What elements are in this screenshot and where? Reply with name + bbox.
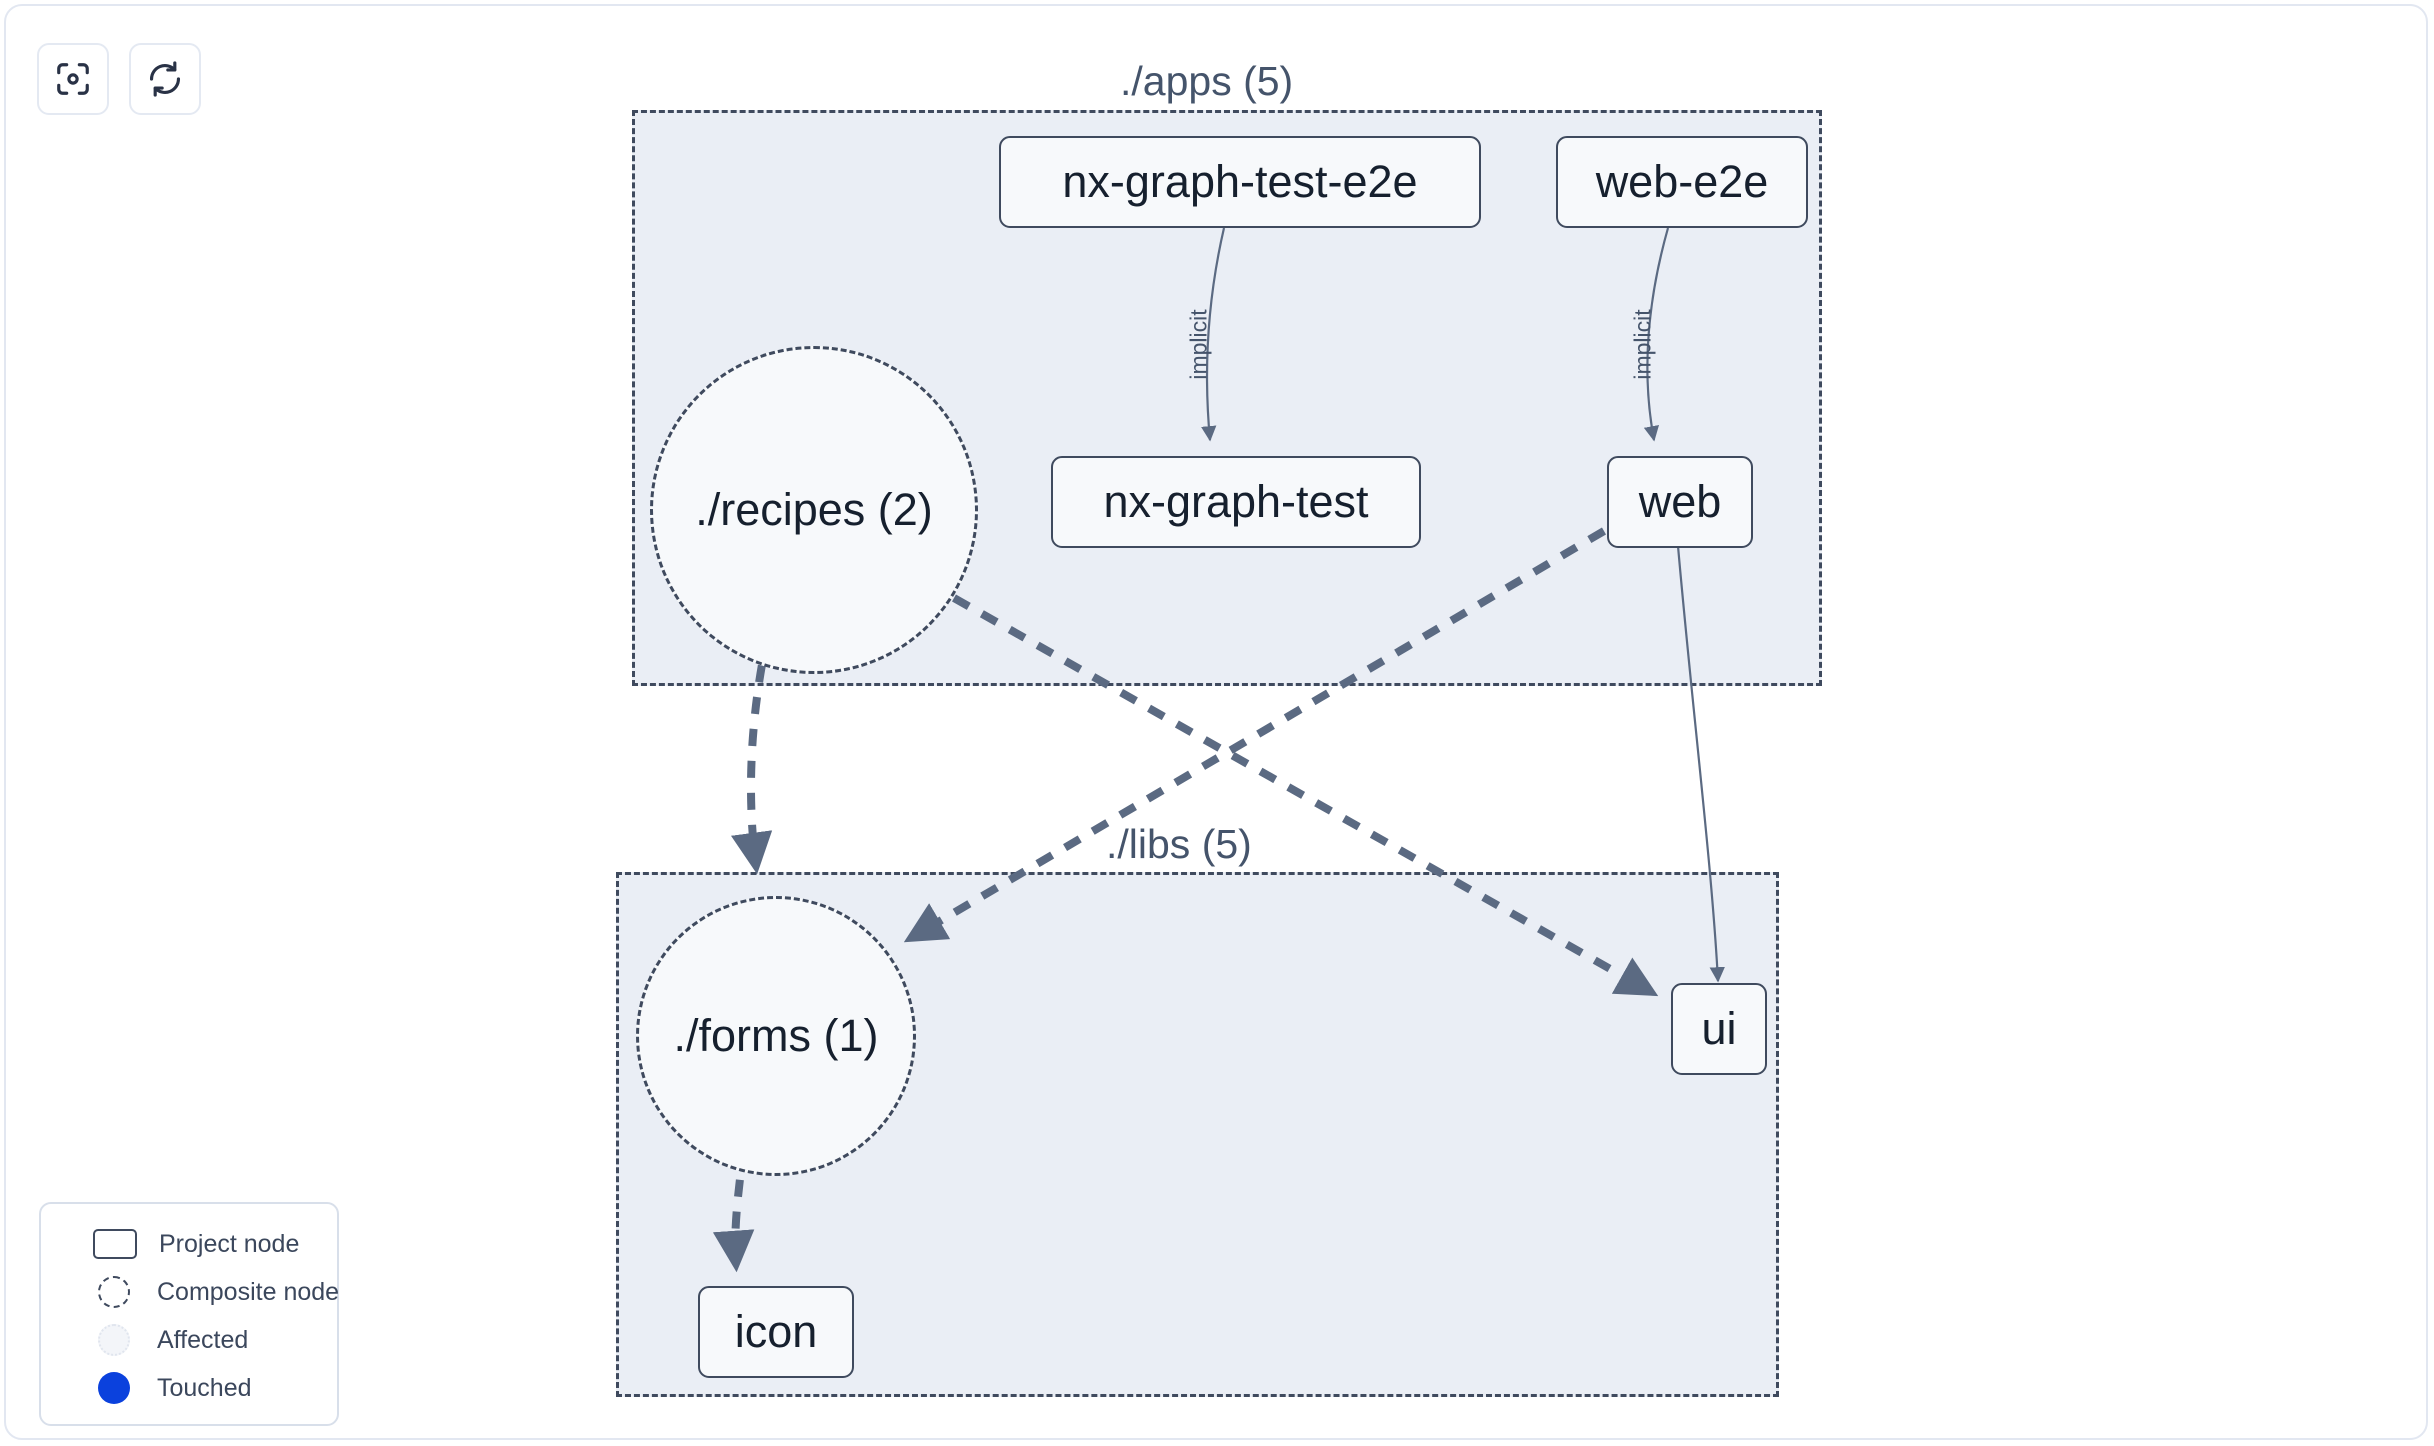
project-node-ui[interactable]: ui bbox=[1671, 983, 1767, 1075]
refresh-graph-button[interactable] bbox=[129, 43, 201, 115]
legend-label: Affected bbox=[157, 1325, 249, 1354]
legend-label: Project node bbox=[159, 1229, 300, 1258]
dependency-graph-canvas[interactable]: ./apps (5) ./libs (5) bbox=[6, 6, 2426, 1438]
group-label-libs: ./libs (5) bbox=[1106, 821, 1252, 867]
focus-graph-button[interactable] bbox=[37, 43, 109, 115]
graph-legend: Project node Composite node Affected Tou… bbox=[39, 1202, 339, 1426]
composite-node-forms[interactable]: ./forms (1) bbox=[636, 896, 916, 1176]
composite-node-swatch-icon bbox=[98, 1276, 130, 1308]
legend-item-affected: Affected bbox=[41, 1316, 337, 1364]
project-node-swatch-icon bbox=[93, 1229, 137, 1259]
affected-swatch-icon bbox=[98, 1324, 130, 1356]
group-label-apps: ./apps (5) bbox=[1120, 58, 1294, 104]
graph-page-card: ./apps (5) ./libs (5) bbox=[4, 4, 2428, 1440]
legend-item-composite-node: Composite node bbox=[41, 1268, 340, 1316]
edge-label-implicit-nx-graph-test: implicit bbox=[1185, 309, 1212, 380]
composite-node-recipes[interactable]: ./recipes (2) bbox=[650, 346, 978, 674]
touched-swatch-icon bbox=[98, 1372, 130, 1404]
project-node-web-e2e[interactable]: web-e2e bbox=[1556, 136, 1808, 228]
project-node-icon[interactable]: icon bbox=[698, 1286, 854, 1378]
legend-label: Composite node bbox=[157, 1277, 340, 1306]
legend-item-touched: Touched bbox=[41, 1364, 337, 1412]
focus-scan-icon bbox=[54, 60, 92, 98]
legend-item-project-node: Project node bbox=[41, 1220, 337, 1268]
edge-label-implicit-web: implicit bbox=[1629, 309, 1656, 380]
legend-label: Touched bbox=[157, 1373, 252, 1402]
refresh-icon bbox=[146, 60, 184, 98]
graph-toolbar bbox=[37, 43, 201, 115]
project-node-web[interactable]: web bbox=[1607, 456, 1753, 548]
project-node-nx-graph-test[interactable]: nx-graph-test bbox=[1051, 456, 1421, 548]
project-node-nx-graph-test-e2e[interactable]: nx-graph-test-e2e bbox=[999, 136, 1481, 228]
